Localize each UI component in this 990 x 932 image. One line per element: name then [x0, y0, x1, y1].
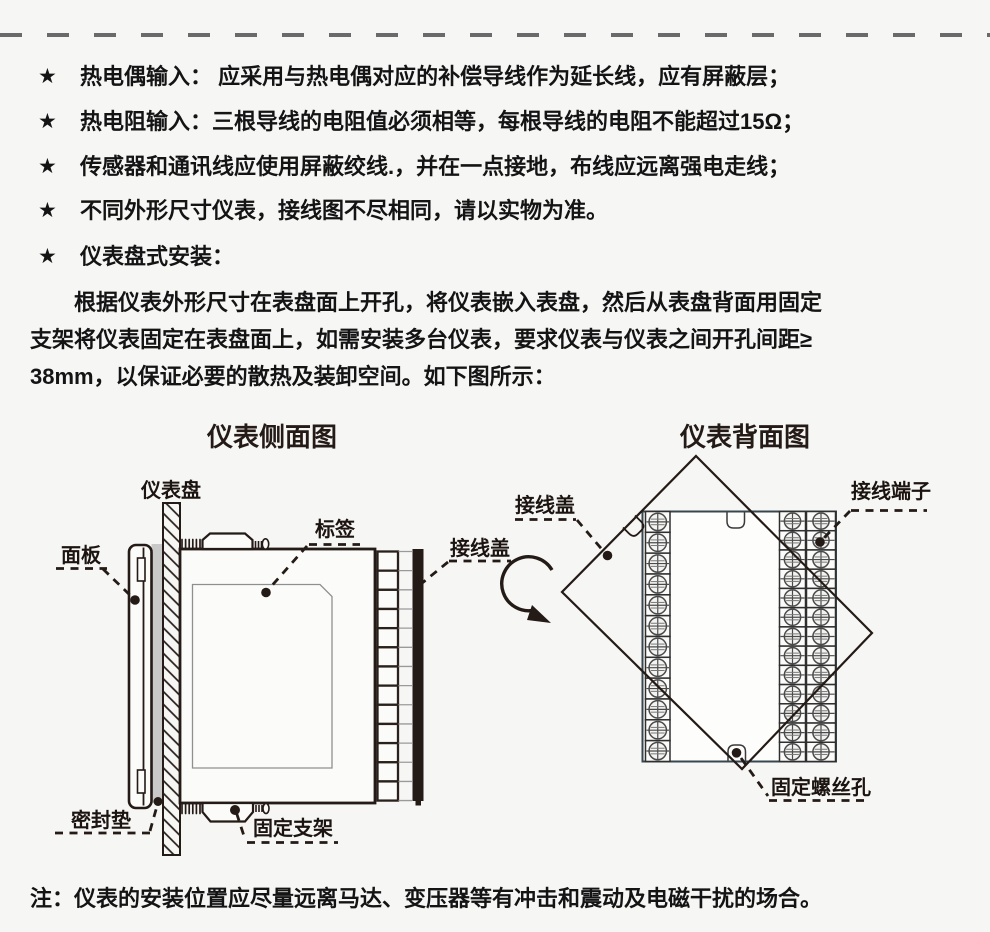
bullet-rtd: ★ 热电阻输入：三根导线的电阻值必须相等，每根导线的电阻不能超过15Ω； [38, 109, 804, 135]
back-view-title: 仪表背面图 [679, 423, 810, 452]
dashed-divider [0, 33, 990, 37]
paragraph-line: 支架将仪表固定在表盘面上，如需安装多台仪表，要求仪表与仪表之间开孔间距≥ [30, 327, 813, 352]
gasket-leader [55, 805, 159, 835]
installation-diagrams: 仪表侧面图 [55, 423, 931, 856]
bullet-text: 仪表盘式安装： [80, 244, 235, 269]
cover-leader-side [420, 559, 511, 586]
bullet-text: 传感器和通讯线应使用屏蔽绞线.，并在一点接地，布线应远离强电走线； [80, 154, 791, 179]
bullet-text: 不同外形尺寸仪表，接线图不尽相同，请以实物为准。 [80, 198, 609, 223]
screw-hole-leader [739, 757, 870, 802]
back-view-diagram: 仪表背面图 [500, 423, 931, 802]
star-icon: ★ [38, 155, 57, 178]
bracket-label: 固定支架 [253, 816, 333, 840]
star-icon: ★ [38, 245, 57, 268]
front-panel-label: 面板 [61, 543, 102, 567]
bullet-shielding: ★ 传感器和通讯线应使用屏蔽绞线.，并在一点接地，布线应远离强电走线； [38, 154, 790, 180]
top-fixing-bracket [181, 532, 270, 551]
bullet-wiring-diagram: ★ 不同外形尺寸仪表，接线图不尽相同，请以实物为准。 [38, 198, 608, 224]
paragraph-line: 根据仪表外形尺寸在表盘面上开孔，将仪表嵌入表盘，然后从表盘背面用固定 [74, 290, 823, 315]
screw-hole-dot [731, 748, 742, 758]
footer-note: 注：仪表的安装位置应尽量远离马达、变压器等有冲击和震动及电磁干扰的场合。 [30, 886, 823, 911]
rotation-arrow [500, 555, 554, 623]
bracket-leader [235, 812, 338, 844]
star-icon: ★ [38, 199, 57, 222]
terminal-fins [398, 550, 412, 802]
front-panel-dot [130, 595, 140, 605]
terminal-cover-bar [412, 549, 424, 806]
cover-dot-back [602, 550, 613, 561]
terminals-leader [820, 509, 927, 541]
side-view-diagram: 仪表侧面图 [55, 423, 511, 856]
top-notch [726, 512, 746, 529]
bullet-text: 热电阻输入：三根导线的电阻值必须相等，每根导线的电阻不能超过15Ω； [80, 109, 805, 134]
gasket-label: 密封垫 [71, 808, 131, 832]
sticker-leader [266, 543, 360, 591]
gasket-dot [153, 797, 163, 806]
terminal-column-mid [778, 510, 807, 763]
terminals-label: 接线端子 [851, 479, 931, 503]
bullet-text: 热电偶输入： 应采用与热电偶对应的补偿导线作为延长线，应有屏蔽层； [80, 64, 791, 89]
terminal-column-left [644, 510, 671, 763]
terminal-cover-rotated [560, 454, 874, 771]
sticker-dot [261, 587, 271, 598]
sticker-area [191, 583, 333, 769]
sticker-label: 标签 [315, 517, 356, 541]
terminals-dot [815, 537, 825, 547]
cover-tab [622, 514, 645, 537]
panel-label: 仪表盘 [140, 478, 201, 502]
bullet-thermocouple: ★ 热电偶输入： 应采用与热电偶对应的补偿导线作为延长线，应有屏蔽层； [38, 64, 790, 90]
star-icon: ★ [38, 65, 57, 88]
terminal-block-column [376, 550, 400, 802]
front-panel-leader [56, 567, 134, 600]
mounting-panel [162, 502, 181, 856]
bottom-fixing-bracket [181, 801, 270, 823]
front-bezel [127, 543, 153, 810]
terminal-column-right [805, 510, 837, 763]
cover-label-side: 接线盖 [450, 536, 510, 560]
side-view-title: 仪表侧面图 [206, 423, 337, 452]
screw-hole-label: 固定螺丝孔 [771, 775, 871, 799]
gasket-strip [151, 544, 163, 803]
cover-label-back: 接线盖 [515, 493, 575, 517]
star-icon: ★ [38, 110, 57, 133]
bullet-panel-mount: ★ 仪表盘式安装： [38, 244, 234, 270]
paragraph-line: 38mm，以保证必要的散热及装卸空间。如下图所示： [30, 364, 556, 389]
bracket-dot [230, 805, 240, 815]
cover-leader-back [515, 518, 607, 554]
